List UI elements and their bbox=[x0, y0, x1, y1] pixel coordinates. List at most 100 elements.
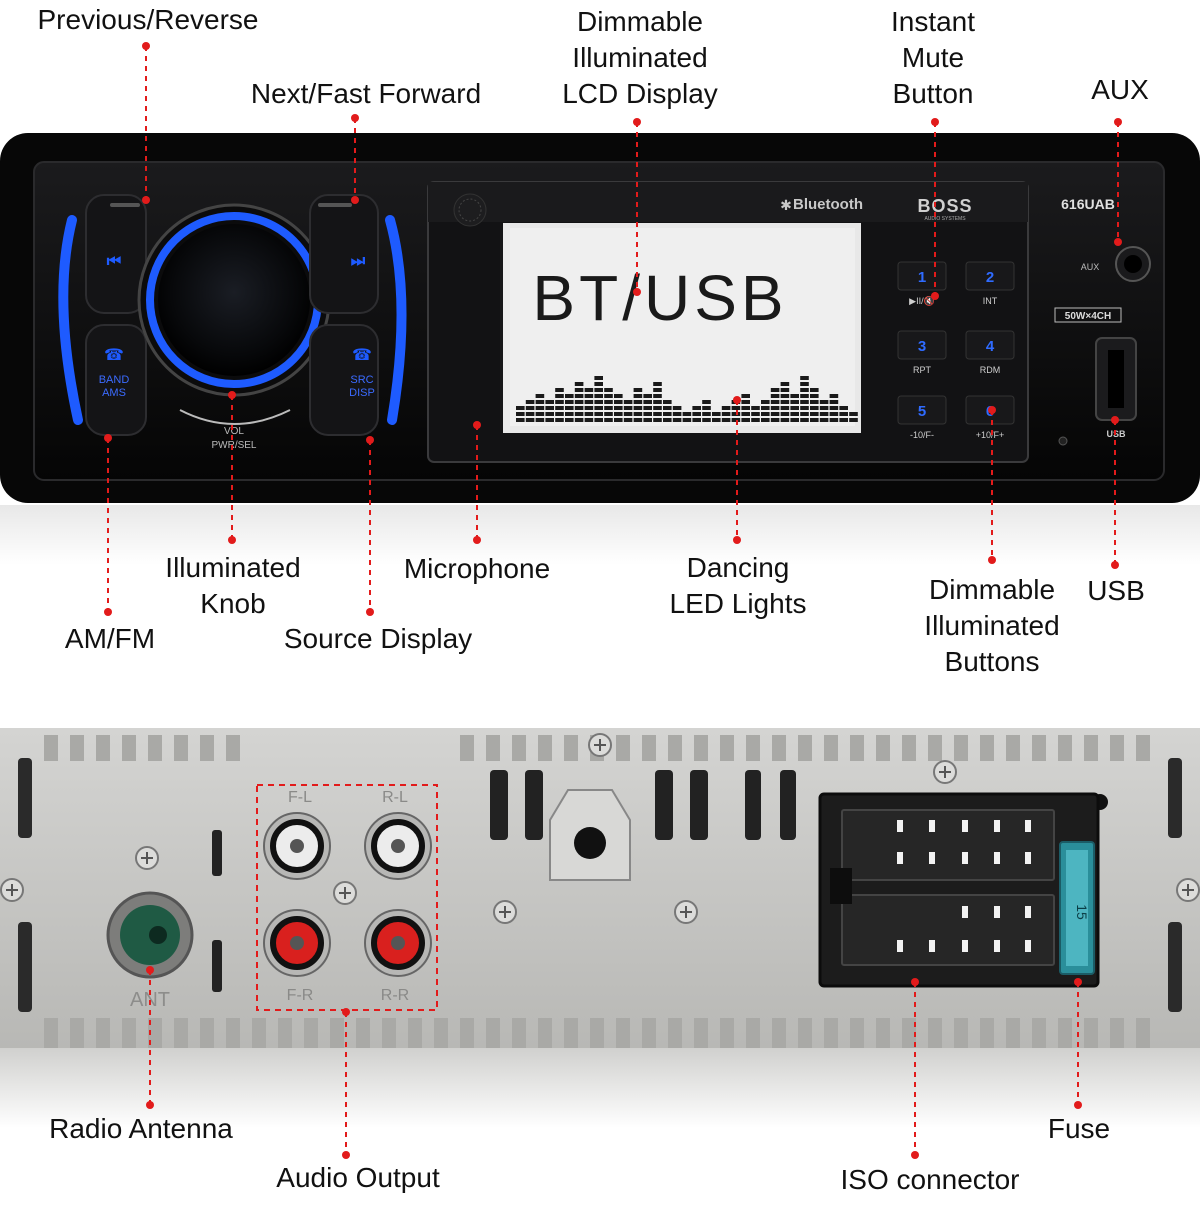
iso-pin bbox=[897, 852, 903, 864]
eq-segment bbox=[604, 400, 613, 404]
src-disp-button[interactable]: ☎ SRC DISP bbox=[309, 324, 379, 436]
eq-segment bbox=[643, 412, 652, 416]
iso-pin bbox=[929, 820, 935, 832]
eq-segment bbox=[761, 406, 770, 410]
screw-icon bbox=[333, 881, 357, 905]
screw-icon bbox=[493, 900, 517, 924]
power-badge: 50W×4CH bbox=[1054, 307, 1122, 323]
eq-segment bbox=[741, 418, 750, 422]
eq-segment bbox=[604, 412, 613, 416]
screw-icon bbox=[674, 900, 698, 924]
preset-button-5[interactable]: 5 -10/F- bbox=[897, 395, 947, 440]
eq-segment bbox=[800, 388, 809, 392]
iso-pin bbox=[897, 820, 903, 832]
eq-segment bbox=[790, 406, 799, 410]
eq-segment bbox=[604, 388, 613, 392]
eq-segment bbox=[731, 412, 741, 416]
iso-pin bbox=[1025, 940, 1031, 952]
preset-label: RDM bbox=[980, 365, 1001, 375]
eq-segment bbox=[741, 400, 750, 404]
label-audio-output: Audio Output bbox=[276, 1162, 440, 1193]
iso-pin bbox=[994, 852, 1000, 864]
eq-segment bbox=[770, 412, 780, 416]
eq-segment bbox=[516, 406, 525, 410]
eq-segment bbox=[810, 388, 819, 392]
eq-segment bbox=[721, 406, 731, 410]
iso-connector[interactable] bbox=[818, 792, 1100, 988]
rca-label: F-R bbox=[287, 987, 314, 1004]
eq-segment bbox=[663, 412, 672, 416]
usb-port[interactable] bbox=[1095, 337, 1137, 421]
eq-segment bbox=[800, 400, 809, 404]
eq-segment bbox=[565, 412, 574, 416]
eq-segment bbox=[633, 406, 643, 410]
eq-segment bbox=[594, 388, 603, 392]
prev-button[interactable]: ⏮ bbox=[85, 194, 147, 314]
eq-segment bbox=[535, 412, 545, 416]
eq-segment bbox=[555, 394, 564, 398]
preset-number: 5 bbox=[918, 403, 926, 420]
eq-segment bbox=[819, 400, 829, 404]
preset-label: -10/F- bbox=[910, 430, 934, 440]
rca-rear-right[interactable] bbox=[364, 909, 432, 977]
eq-segment bbox=[770, 418, 780, 422]
rca-front-right[interactable] bbox=[263, 909, 331, 977]
fuse-rating: 15 bbox=[1074, 904, 1090, 920]
eq-segment bbox=[633, 394, 643, 398]
bluetooth-icon: ✱ bbox=[780, 197, 792, 213]
eq-segment bbox=[614, 406, 623, 410]
lcd-screen: BT/USB bbox=[503, 223, 861, 433]
eq-segment bbox=[574, 400, 584, 404]
eq-segment bbox=[594, 400, 603, 404]
eq-segment bbox=[653, 394, 662, 398]
eq-segment bbox=[574, 406, 584, 410]
rca-front-left[interactable] bbox=[263, 812, 331, 880]
rca-rear-left[interactable] bbox=[364, 812, 432, 880]
band-button[interactable]: ☎ BAND AMS bbox=[85, 324, 147, 436]
eq-segment bbox=[525, 400, 535, 404]
eq-segment bbox=[770, 394, 780, 398]
eq-segment bbox=[731, 406, 741, 410]
eq-segment bbox=[702, 400, 711, 404]
eq-segment bbox=[819, 418, 829, 422]
eq-segment bbox=[751, 412, 760, 416]
eq-segment bbox=[633, 388, 643, 392]
screw-icon bbox=[588, 733, 612, 757]
eq-segment bbox=[682, 412, 692, 416]
brand-logo: BOSS bbox=[917, 196, 972, 216]
rca-label: R-R bbox=[381, 987, 409, 1004]
eq-segment bbox=[672, 418, 682, 422]
label-next-fast-forward: Next/Fast Forward bbox=[250, 78, 482, 109]
eq-segment bbox=[829, 412, 839, 416]
antenna-socket[interactable] bbox=[106, 891, 194, 979]
eq-segment bbox=[780, 394, 790, 398]
next-button[interactable]: ⏭ bbox=[309, 194, 379, 314]
volume-knob[interactable]: VOL PWR/SEL bbox=[137, 203, 331, 451]
eq-segment bbox=[849, 412, 858, 416]
eq-segment bbox=[623, 412, 633, 416]
iso-pin bbox=[897, 940, 903, 952]
label-microphone: Microphone bbox=[403, 553, 551, 584]
right-blue-light-bar bbox=[385, 215, 407, 425]
label-fuse: Fuse bbox=[1047, 1113, 1111, 1144]
eq-segment bbox=[565, 418, 574, 422]
eq-segment bbox=[800, 412, 809, 416]
fuse[interactable]: 15 bbox=[1059, 841, 1095, 975]
label-source-display: Source Display bbox=[283, 623, 473, 654]
ams-label: AMS bbox=[102, 387, 126, 399]
eq-segment bbox=[663, 406, 672, 410]
screw-icon bbox=[1176, 878, 1200, 902]
iso-pin bbox=[1025, 906, 1031, 918]
brand-subtitle: AUDIO SYSTEMS bbox=[924, 216, 966, 222]
eq-segment bbox=[741, 394, 750, 398]
aux-jack[interactable] bbox=[1115, 246, 1151, 282]
eq-segment bbox=[584, 388, 594, 392]
eq-segment bbox=[525, 406, 535, 410]
iso-pin bbox=[962, 820, 968, 832]
eq-segment bbox=[594, 406, 603, 410]
screw-icon bbox=[0, 878, 24, 902]
